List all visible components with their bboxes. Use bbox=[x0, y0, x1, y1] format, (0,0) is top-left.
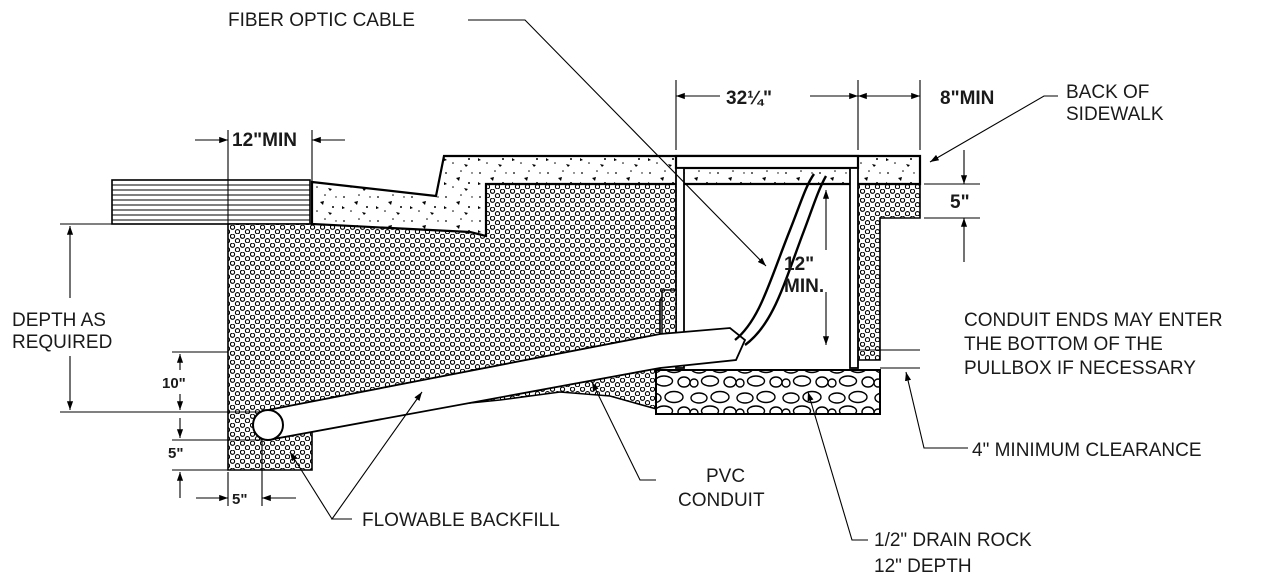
leader-lines bbox=[289, 19, 1058, 541]
existing-pavement bbox=[111, 179, 311, 225]
dim-bedding-depth: 5" bbox=[168, 445, 183, 462]
label-min-clearance: 4" MINIMUM CLEARANCE bbox=[972, 440, 1202, 461]
dim-cable-clearance-1: 12" bbox=[784, 254, 814, 275]
fiber-optic-cable bbox=[734, 173, 828, 346]
dim-cover-depth: 10" bbox=[162, 375, 186, 392]
label-back-of-sidewalk-1: BACK OF bbox=[1066, 82, 1149, 103]
label-drain-rock-2: 12" DEPTH bbox=[874, 556, 972, 577]
labels: FIBER OPTIC CABLE 32¼" 8"MIN BACK OF SID… bbox=[12, 10, 1223, 577]
label-back-of-sidewalk-2: SIDEWALK bbox=[1066, 104, 1164, 125]
dim-side-clearance: 5" bbox=[232, 491, 247, 508]
dim-cable-clearance-2: MIN. bbox=[784, 276, 824, 297]
concrete-curb-sidewalk bbox=[310, 154, 922, 238]
label-conduit-note-1: CONDUIT ENDS MAY ENTER bbox=[964, 310, 1223, 331]
pvc-conduit bbox=[252, 327, 747, 442]
label-drain-rock-1: 1/2" DRAIN ROCK bbox=[874, 530, 1032, 551]
dim-box-width: 32¼" bbox=[726, 88, 772, 109]
label-conduit-note-3: PULLBOX IF NECESSARY bbox=[964, 358, 1196, 379]
label-pvc-2: CONDUIT bbox=[678, 490, 765, 511]
label-fiber-optic-cable: FIBER OPTIC CABLE bbox=[228, 10, 415, 31]
label-depth-1: DEPTH AS bbox=[12, 310, 106, 331]
dim-sidewalk-offset: 8"MIN bbox=[940, 88, 994, 109]
dim-curb-offset: 12"MIN bbox=[232, 130, 297, 151]
dimension-lines bbox=[60, 80, 980, 506]
label-pvc-1: PVC bbox=[706, 466, 745, 487]
dim-sidewalk-thickness: 5" bbox=[950, 192, 970, 213]
drain-rock-bed bbox=[655, 369, 881, 415]
label-depth-2: REQUIRED bbox=[12, 332, 112, 353]
label-conduit-note-2: THE BOTTOM OF THE bbox=[964, 334, 1163, 355]
label-flowable-backfill: FLOWABLE BACKFILL bbox=[362, 510, 560, 531]
